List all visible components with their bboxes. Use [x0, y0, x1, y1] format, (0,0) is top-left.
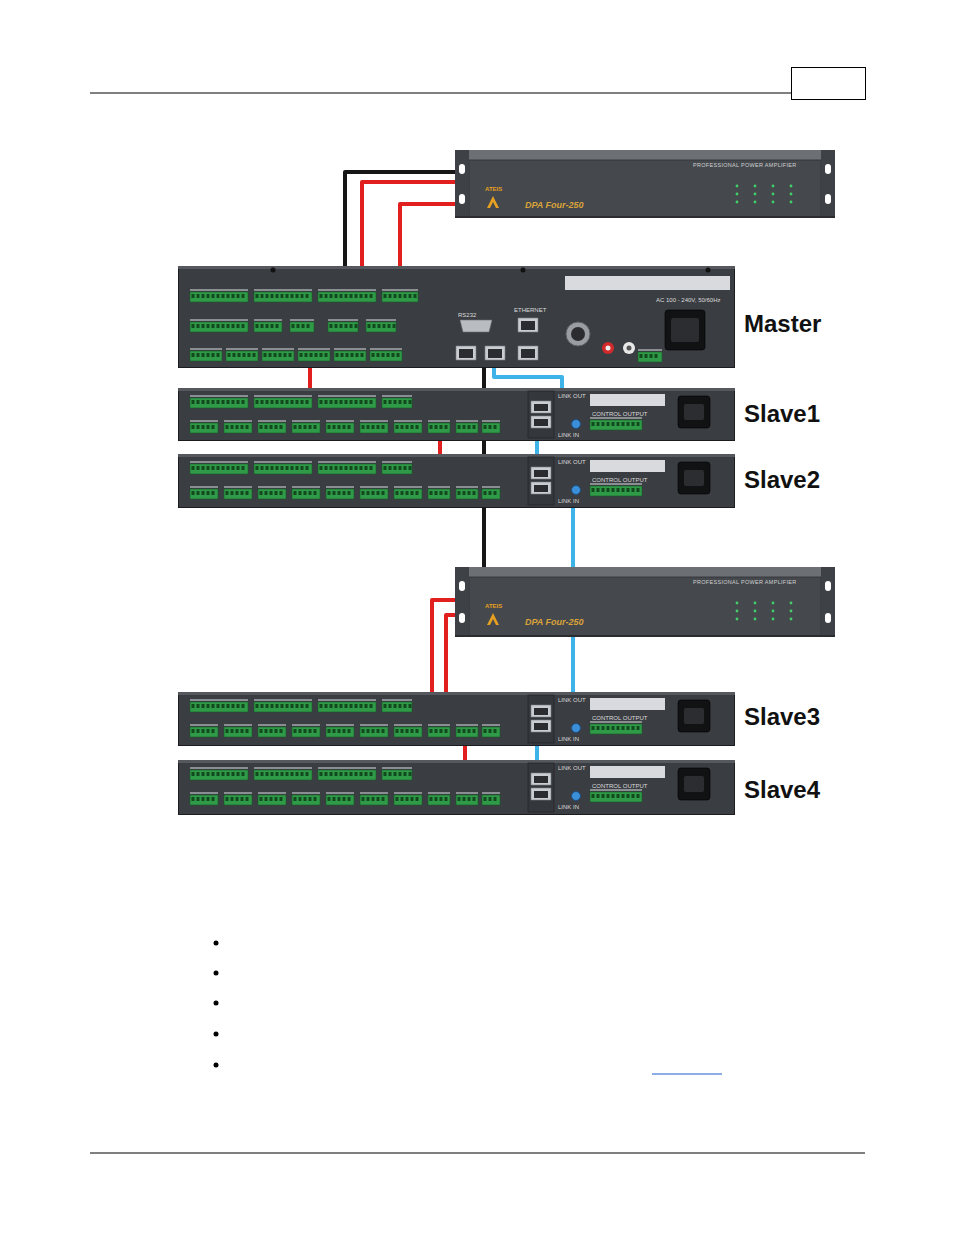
unit-panel-art: [455, 567, 835, 637]
footer-rule: [90, 1153, 865, 1154]
slave-unit: Slave1LINK OUTLINK INCONTROL OUTPUT: [178, 388, 735, 441]
brand-name: ATEIS: [485, 186, 502, 192]
unit-role-label: Slave2: [744, 466, 820, 494]
master-unit: MasterRS232ETHERNETAC 100 - 240V, 50/60H…: [178, 266, 735, 368]
speaker-wire: [400, 204, 455, 266]
network-cable: [535, 746, 539, 760]
panel-label: CONTROL OUTPUT: [592, 715, 647, 721]
panel-label: CONTROL OUTPUT: [592, 783, 647, 789]
bullet: [214, 1032, 219, 1037]
panel-label: LINK OUT: [558, 697, 586, 703]
bullet: [214, 1063, 219, 1068]
brand-name: ATEIS: [485, 603, 502, 609]
speaker-wire: [308, 368, 312, 388]
speaker-wire: [362, 182, 455, 266]
slave-unit: Slave2LINK OUTLINK INCONTROL OUTPUT: [178, 454, 735, 508]
panel-label: LINK OUT: [558, 459, 586, 465]
speaker-wire: [432, 600, 455, 692]
speaker-wire: [345, 172, 455, 266]
slave-unit: Slave4LINK OUTLINK INCONTROL OUTPUT: [178, 760, 735, 815]
panel-label: LINK OUT: [558, 765, 586, 771]
speaker-wire: [438, 441, 442, 454]
panel-label: ETHERNET: [514, 307, 546, 313]
model-name: DPA Four-250: [525, 617, 584, 627]
network-cable: [494, 368, 562, 388]
panel-label: LINK IN: [558, 498, 579, 504]
power-amplifier: ATEIS DPA Four-250 PROFESSIONAL POWER AMPL…: [455, 567, 835, 637]
unit-role-label: Slave4: [744, 776, 820, 804]
unit-panel-art: [178, 454, 735, 508]
amplifier-caption: PROFESSIONAL POWER AMPLIFIER: [693, 580, 797, 586]
bullet: [214, 971, 219, 976]
panel-label: CONTROL OUTPUT: [592, 411, 647, 417]
header-rule: [90, 93, 791, 94]
link-underline: [652, 1074, 722, 1075]
panel-label: LINK IN: [558, 432, 579, 438]
unit-panel-art: [178, 388, 735, 441]
unit-role-label: Slave1: [744, 400, 820, 428]
panel-label: CONTROL OUTPUT: [592, 477, 647, 483]
amplifier-caption: PROFESSIONAL POWER AMPLIFIER: [693, 163, 797, 169]
bullet: [214, 941, 219, 946]
panel-label: AC 100 - 240V, 50/60Hz: [656, 297, 721, 303]
panel-label: LINK OUT: [558, 393, 586, 399]
speaker-wire: [446, 615, 455, 692]
panel-label: RS232: [458, 312, 476, 318]
header-box: [792, 68, 866, 100]
model-name: DPA Four-250: [525, 200, 584, 210]
unit-role-label: Slave3: [744, 703, 820, 731]
speaker-wire: [463, 746, 467, 760]
slave-unit: Slave3LINK OUTLINK INCONTROL OUTPUT: [178, 692, 735, 746]
network-cable: [535, 441, 539, 454]
power-amplifier: ATEIS DPA Four-250 PROFESSIONAL POWER AMPL…: [455, 150, 835, 218]
unit-role-label: Master: [744, 310, 821, 338]
unit-panel-art: [178, 692, 735, 746]
unit-panel-art: [455, 150, 835, 218]
bullet: [214, 1001, 219, 1006]
panel-label: LINK IN: [558, 804, 579, 810]
panel-label: LINK IN: [558, 736, 579, 742]
unit-panel-art: [178, 760, 735, 815]
unit-panel-art: [178, 266, 735, 368]
